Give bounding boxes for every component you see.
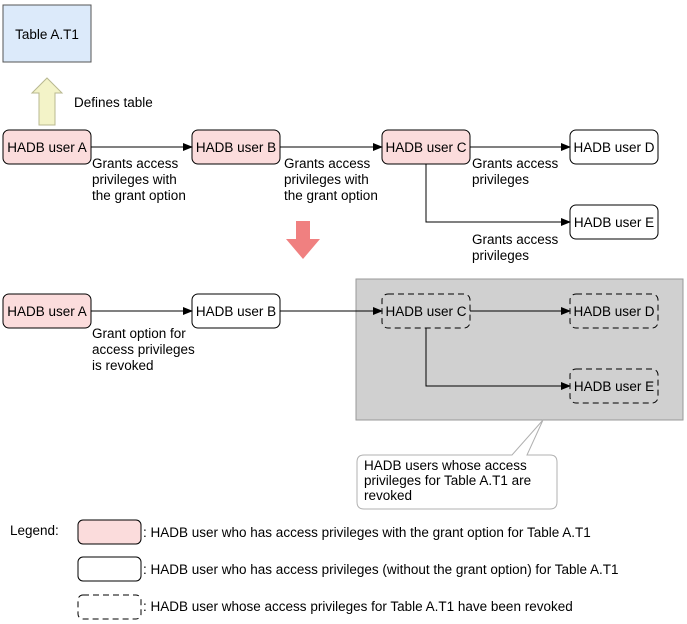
top-grant-cd-text: Grants access privileges (472, 156, 562, 187)
callout-bubble (356, 419, 558, 510)
top-grant-ab-text: Grants access privileges with the grant … (92, 156, 186, 203)
bottom-revoke-ab-text: Grant option for access privileges is re… (92, 326, 199, 373)
top-user-d-label: HADB user D (573, 140, 654, 155)
bottom-user-a-label: HADB user A (7, 304, 87, 319)
legend-revoked-text: : HADB user whose access privileges for … (143, 599, 573, 614)
defines-table-label: Defines table (74, 95, 153, 110)
legend-no-grant-swatch (77, 556, 142, 582)
legend-title: Legend: (10, 523, 59, 538)
top-user-c-label: HADB user C (385, 140, 466, 155)
transition-down-arrow (286, 221, 320, 259)
table-box (2, 4, 92, 63)
legend-revoked-swatch (77, 594, 142, 620)
top-grant-bc-text: Grants access privileges with the grant … (284, 156, 378, 203)
revoked-region (355, 278, 684, 421)
top-user-b-label: HADB user B (196, 140, 276, 155)
legend-grant-text: : HADB user who has access privileges wi… (143, 525, 591, 540)
callout-text: HADB users whose access privileges for T… (364, 458, 535, 503)
legend-no-grant-text: : HADB user who has access privileges (w… (143, 562, 619, 577)
bottom-user-b-label: HADB user B (196, 304, 276, 319)
top-arrow-c-e (425, 164, 571, 226)
defines-table-arrow (30, 77, 64, 126)
top-user-a-label: HADB user A (7, 140, 87, 155)
top-grant-ce-text: Grants access privileges (472, 232, 562, 263)
bottom-user-d-label: HADB user D (573, 304, 654, 319)
bottom-user-c-label: HADB user C (385, 304, 466, 319)
top-user-e-label: HADB user E (574, 215, 654, 230)
bottom-arrow-c-e (425, 328, 571, 390)
bottom-user-e-label: HADB user E (574, 379, 654, 394)
legend-grant-swatch (77, 519, 142, 545)
table-label: Table A.T1 (15, 27, 79, 42)
